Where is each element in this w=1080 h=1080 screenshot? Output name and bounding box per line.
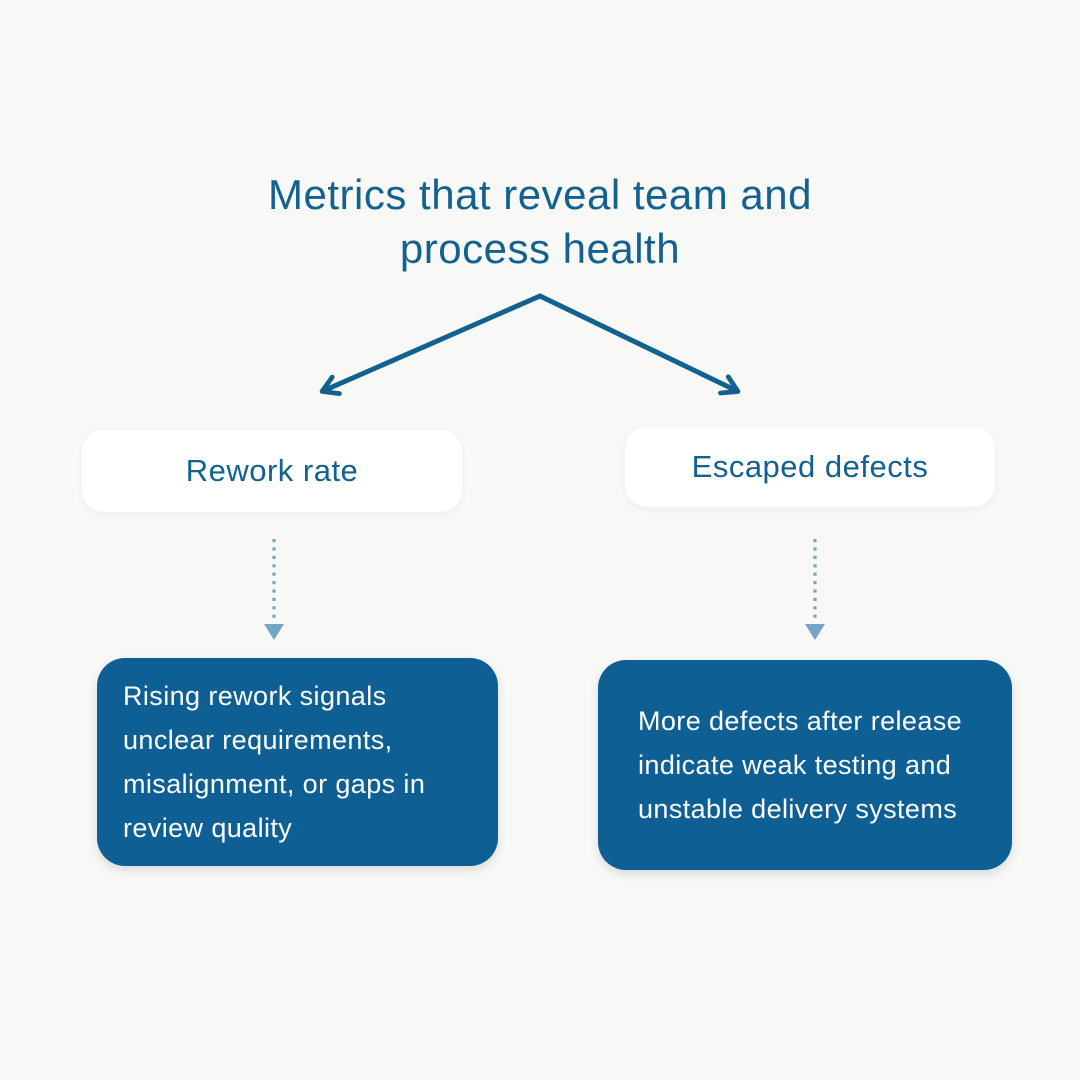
branch-label: Rework rate bbox=[185, 453, 359, 488]
description-text: More defects after release indicate weak… bbox=[638, 706, 963, 824]
branch-card-rework-rate: Rework rate bbox=[82, 430, 462, 512]
dotted-arrow-down-icon bbox=[264, 539, 284, 640]
branch-label: Escaped defects bbox=[691, 449, 929, 484]
description-card-escaped-defects: More defects after release indicate weak… bbox=[598, 660, 1012, 870]
split-arrows-down-icon bbox=[319, 293, 741, 397]
description-text: Rising rework signals unclear requiremen… bbox=[123, 681, 426, 843]
description-card-rework-rate: Rising rework signals unclear requiremen… bbox=[97, 658, 498, 866]
branch-card-escaped-defects: Escaped defects bbox=[625, 427, 995, 507]
page-title: Metrics that reveal team and process hea… bbox=[268, 171, 812, 272]
dotted-arrow-down-icon bbox=[805, 539, 825, 640]
